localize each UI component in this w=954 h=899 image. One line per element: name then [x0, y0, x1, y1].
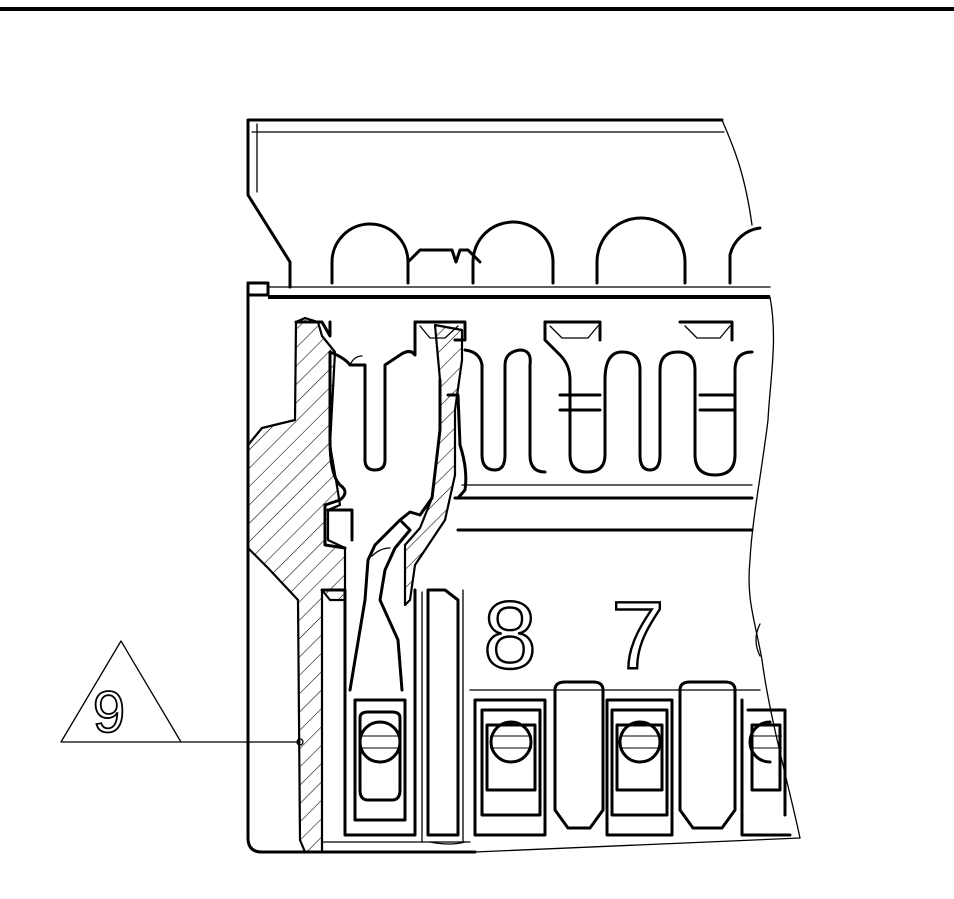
cover-body-seam: [246, 281, 771, 299]
callout-triangle-shape: [60, 640, 182, 743]
terminal-screw: [353, 698, 407, 822]
connector-top-cover: [246, 118, 762, 289]
position-number-7: 7: [611, 582, 664, 689]
spring-clamp-lever: [323, 350, 468, 692]
callout-label: 9: [93, 680, 125, 745]
terminal-screw: [746, 708, 787, 817]
terminal-screw: [610, 708, 669, 817]
connector-body-outline: [246, 281, 801, 854]
contact-spring-section: [403, 323, 464, 607]
position-number-8: 8: [483, 582, 536, 689]
callout-leader-dot: [296, 738, 304, 746]
housing-section-hatched: [246, 316, 347, 854]
terminal-screw: [480, 708, 542, 817]
wire-entry-cavities: [320, 588, 792, 853]
partial-position-number: [755, 623, 761, 657]
callout-marker: 9: [60, 640, 304, 746]
terminal-screw-group: [353, 698, 787, 822]
contact-chambers: [294, 320, 754, 532]
